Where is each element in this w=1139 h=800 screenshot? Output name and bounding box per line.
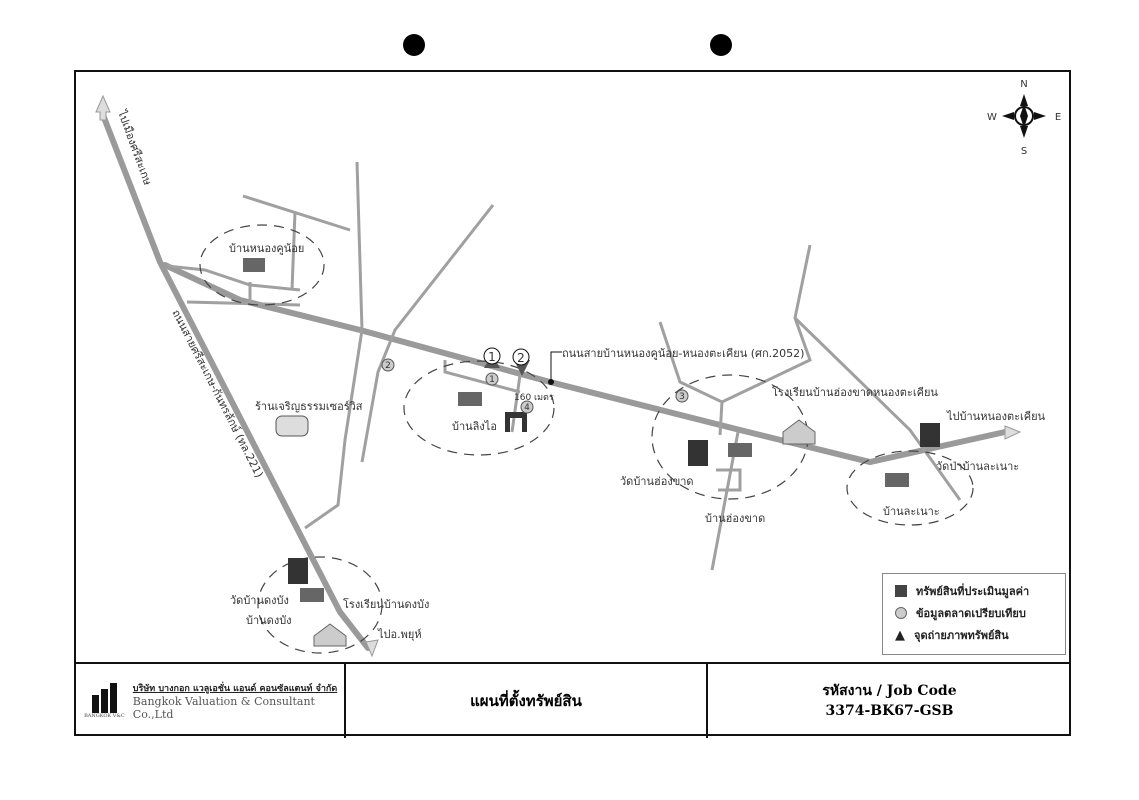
house-icons xyxy=(243,258,940,647)
comparable-3: 3 xyxy=(679,392,685,402)
shop-label: ร้านเจริญธรรมเซอร์วิส xyxy=(255,400,363,413)
comparable-2: 2 xyxy=(385,361,391,371)
temple-icon xyxy=(920,423,940,447)
temple-label: วัดบ้านดงบัง xyxy=(230,594,289,607)
school-label: โรงเรียนบ้านดงบัง xyxy=(343,597,429,611)
to-city-label: ไปเมืองศรีสะเกษ xyxy=(115,108,154,187)
svg-text:N: N xyxy=(1020,79,1027,90)
svg-text:W: W xyxy=(987,112,997,123)
map-frame xyxy=(74,70,1071,736)
village-label: บ้านลิงไอ xyxy=(452,420,497,433)
comparable-1: 1 xyxy=(489,375,495,385)
school-icon xyxy=(782,419,816,445)
map-title: แผนที่ตั้งทรัพย์สิน xyxy=(346,664,708,738)
company-logo: BANGKOK V&C xyxy=(82,683,127,719)
minor-roads xyxy=(166,161,962,571)
village-label: บ้านดงบัง xyxy=(246,614,292,627)
job-code-cell: รหัสงาน / Job Code 3374-BK67-GSB xyxy=(708,664,1071,738)
temple-icon xyxy=(688,440,708,466)
photo-point-2: 2 xyxy=(512,348,530,376)
village-label: บ้านละเนาะ xyxy=(883,505,940,518)
house-icon xyxy=(728,443,752,457)
svg-text:E: E xyxy=(1055,112,1061,123)
company-name-en: Bangkok Valuation & Consultant Co.,Ltd xyxy=(132,695,315,721)
punch-hole xyxy=(710,34,732,56)
legend: ทรัพย์สินที่ประเมินมูลค่า ข้อมูลตลาดเปรี… xyxy=(882,573,1066,655)
arrow-to-phayu-icon xyxy=(365,639,379,658)
house-icon xyxy=(243,258,265,272)
village-label: บ้านฮ่องขาด xyxy=(705,512,765,525)
comparable-markers: 1 2 3 4 xyxy=(381,358,689,414)
photo-point-icon: ▲ xyxy=(895,627,905,643)
svg-text:2: 2 xyxy=(517,351,525,365)
direction-label: ไปอ.พยุห์ xyxy=(377,628,422,641)
car-service-icon xyxy=(275,415,309,437)
arrow-to-nong-takhian-icon xyxy=(1004,425,1022,440)
temple-label: วัดบ้านฮ่องขาด xyxy=(620,475,694,488)
svg-text:1: 1 xyxy=(488,350,496,364)
compass-icon: N S W E xyxy=(987,79,1061,157)
svg-text:S: S xyxy=(1021,146,1027,157)
distance-label: 160 เมตร xyxy=(514,393,554,403)
house-icon xyxy=(300,588,324,602)
punch-hole xyxy=(403,34,425,56)
comparable-circle-icon xyxy=(895,607,907,619)
village-label: บ้านหนองคูน้อย xyxy=(229,242,304,255)
subject-square-icon xyxy=(895,585,907,597)
house-icon xyxy=(885,473,909,487)
house-icon xyxy=(458,392,482,406)
roads xyxy=(100,112,1008,651)
temple-icon xyxy=(288,558,308,584)
photo-point-1: 1 xyxy=(483,347,501,368)
legend-item: ▲จุดถ่ายภาพทรัพย์สิน xyxy=(895,627,1009,643)
company-name-th: บริษัท บางกอก แวลูเอชั่น แอนด์ คอนซัลแตน… xyxy=(132,684,338,694)
job-code-label: รหัสงาน / Job Code xyxy=(822,683,957,699)
temple-label: วัดป่าบ้านละเนาะ xyxy=(936,460,1019,473)
title-block: BANGKOK V&C บริษัท บางกอก แวลูเอชั่น แอน… xyxy=(74,662,1071,738)
arrow-to-city-icon xyxy=(95,94,111,121)
main-road-label: ถนนสายบ้านหนองคูน้อย-หนองตะเคียน (ศก.205… xyxy=(562,347,804,360)
comparable-4: 4 xyxy=(524,403,530,413)
job-code: 3374-BK67-GSB xyxy=(825,703,954,719)
subject-property-icon xyxy=(505,412,527,432)
school-label: โรงเรียนบ้านฮ่องขาดหนองตะเคียน xyxy=(772,385,938,399)
school-icon xyxy=(313,623,347,647)
highway-221 xyxy=(100,112,371,651)
highway-label: ถนนสายศรีสะเกษ-กันทรลักษ์ (ทล.221) xyxy=(169,307,265,479)
legend-item: ทรัพย์สินที่ประเมินมูลค่า xyxy=(895,580,1065,602)
company-cell: BANGKOK V&C บริษัท บางกอก แวลูเอชั่น แอน… xyxy=(74,664,346,738)
direction-label: ไปบ้านหนองตะเคียน xyxy=(946,410,1046,423)
legend-item: ข้อมูลตลาดเปรียบเทียบ xyxy=(895,602,1065,624)
